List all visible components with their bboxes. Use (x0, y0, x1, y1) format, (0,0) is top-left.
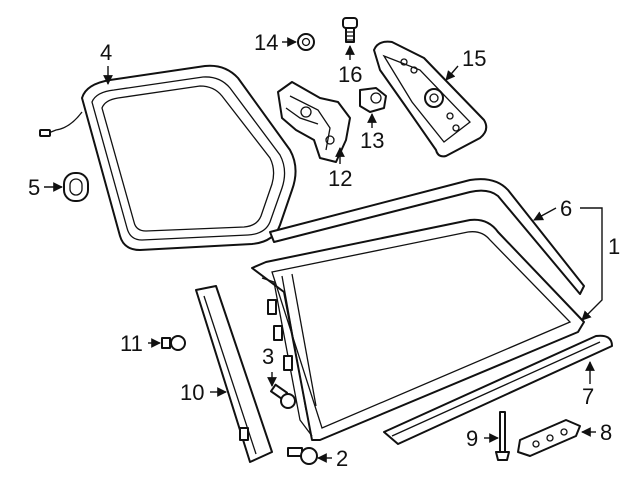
trim-clip (359, 87, 387, 113)
callout-7: 7 (582, 384, 594, 409)
callout-labels: 4 5 14 16 12 13 15 6 1 7 8 9 10 11 3 2 (28, 30, 620, 471)
nut (297, 33, 315, 51)
callout-1: 1 (608, 234, 620, 259)
callout-9: 9 (466, 426, 478, 451)
callout-5: 5 (28, 175, 40, 200)
weatherstrip (269, 178, 585, 295)
callout-6: 6 (560, 196, 572, 221)
bolt-3 (269, 383, 296, 409)
lower-bracket (517, 419, 581, 457)
screw-16 (342, 17, 358, 43)
belt-molding (383, 334, 613, 445)
callout-12: 12 (328, 166, 352, 191)
callout-4: 4 (100, 40, 112, 65)
callout-15: 15 (462, 46, 486, 71)
callout-13: 13 (360, 128, 384, 153)
quarter-glass-frame (39, 64, 297, 251)
callout-2: 2 (336, 446, 348, 471)
callout-8: 8 (600, 420, 612, 445)
quarter-window-glass (251, 218, 585, 441)
callout-11: 11 (120, 331, 143, 356)
grommet (63, 172, 89, 202)
leader-lines (44, 37, 603, 463)
callout-14: 14 (254, 30, 278, 55)
screw-11 (161, 335, 186, 351)
callout-10: 10 (180, 380, 204, 405)
callout-3: 3 (262, 344, 274, 369)
stud (495, 411, 510, 461)
bolt-2 (287, 447, 318, 465)
callout-16: 16 (338, 62, 362, 87)
pillar-trim (195, 285, 273, 463)
mounting-bracket (373, 40, 488, 158)
